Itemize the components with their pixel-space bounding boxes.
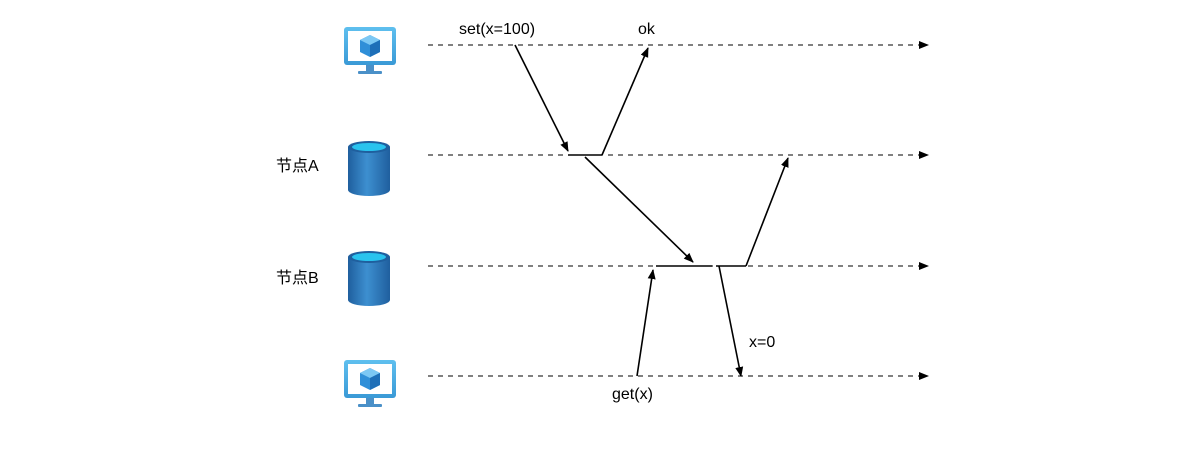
message-get: get(x) (612, 269, 656, 403)
lane-client-bottom (344, 360, 929, 407)
database-cylinder-icon (348, 251, 390, 306)
arrow-replicate-to-node-b (584, 156, 694, 263)
set-message-label: set(x=100) (459, 21, 535, 38)
arrow-ack-to-node-a (745, 157, 789, 267)
result-message-label: x=0 (749, 334, 775, 351)
node-a-label: 节点A (276, 157, 319, 175)
lane-node-a: 节点A (276, 141, 929, 196)
monitor-cube-icon (344, 27, 396, 74)
node-b-label: 节点B (276, 269, 319, 287)
ok-message-label: ok (638, 21, 656, 38)
monitor-cube-icon (344, 360, 396, 407)
lane-client-top (344, 27, 929, 74)
message-result: x=0 (718, 265, 775, 377)
database-cylinder-icon (348, 141, 390, 196)
message-ok: ok (601, 21, 656, 156)
arrow-result-to-client (718, 265, 744, 377)
lane-node-b: 节点B (276, 251, 929, 306)
arrow-ok-to-client (601, 47, 649, 156)
arrow-set-to-node-a (514, 44, 569, 152)
get-message-label: get(x) (612, 386, 653, 403)
arrow-get-to-node-b (636, 269, 656, 377)
message-set: set(x=100) (459, 21, 569, 152)
